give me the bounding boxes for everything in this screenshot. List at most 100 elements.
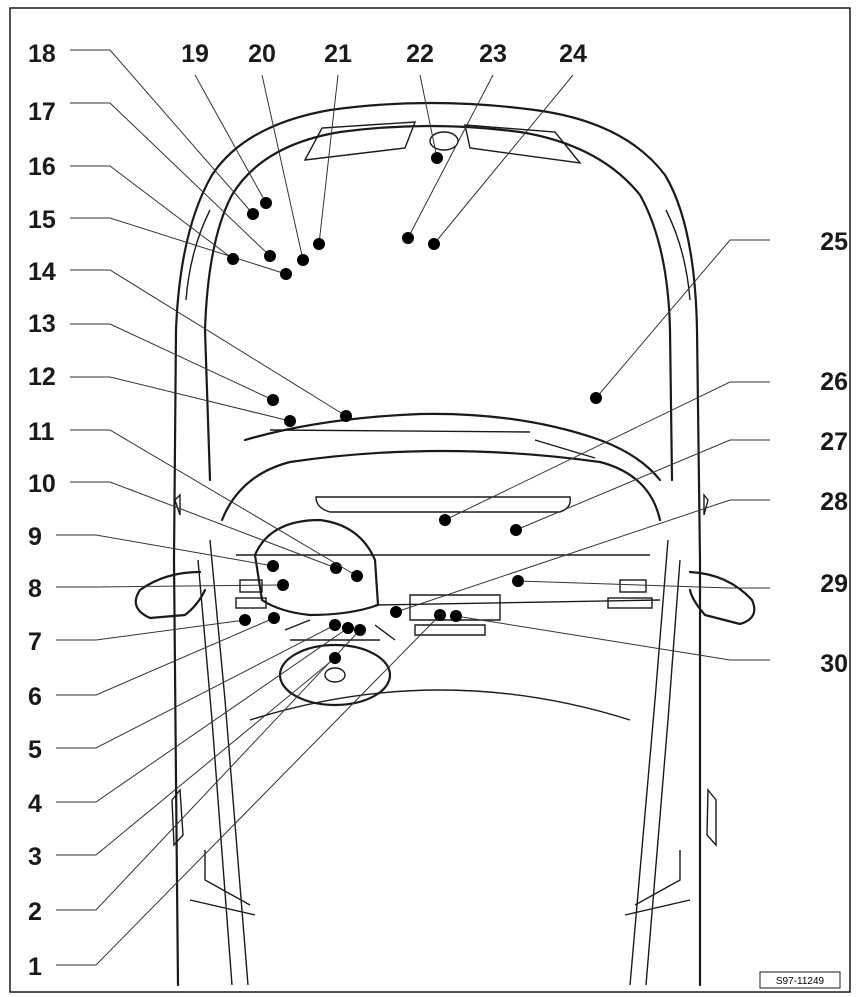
callout-27: 27 (510, 428, 848, 536)
leader-line (318, 74, 339, 245)
callout-number: 9 (28, 523, 42, 551)
leader-line (70, 269, 347, 417)
callout-dot (329, 652, 341, 664)
leader-line (515, 439, 770, 531)
leader-line (70, 376, 291, 422)
leader-line (56, 614, 441, 966)
grille-vent (303, 121, 582, 164)
callout-number: 3 (28, 843, 42, 871)
callout-dot (329, 619, 341, 631)
callout-number: 13 (28, 310, 56, 338)
reference-code-box (759, 971, 841, 989)
callout-dot (450, 610, 462, 622)
leader-line (56, 627, 349, 803)
callout-9: 9 (28, 523, 279, 572)
left-mirror (134, 570, 207, 620)
callout-dot (268, 612, 280, 624)
callout-dot (284, 415, 296, 427)
callout-28: 28 (390, 488, 848, 618)
right-mirror (688, 570, 756, 626)
callout-24: 24 (428, 40, 587, 250)
leader-line (407, 74, 494, 239)
callout-number: 29 (820, 570, 848, 598)
callout-number: 28 (820, 488, 848, 516)
callout-dot (340, 410, 352, 422)
callout-number: 12 (28, 363, 56, 391)
callout-6: 6 (28, 612, 280, 711)
callout-number: 23 (479, 40, 507, 68)
callout-2: 2 (28, 624, 366, 926)
callout-14: 14 (28, 258, 352, 422)
callout-17: 17 (28, 98, 276, 262)
callout-number: 8 (28, 575, 42, 603)
callout-dot (277, 579, 289, 591)
callout-number: 1 (28, 953, 42, 981)
callout-dot (512, 575, 524, 587)
callout-number: 22 (406, 40, 434, 68)
callout-1: 1 (28, 609, 446, 981)
callout-10: 10 (28, 470, 342, 574)
callout-dot (590, 392, 602, 404)
callout-number: 5 (28, 736, 42, 764)
leader-line (56, 619, 246, 641)
callout-11: 11 (28, 418, 363, 582)
callout-number: 17 (28, 98, 56, 126)
callout-13: 13 (28, 310, 279, 406)
leader-line (56, 657, 336, 856)
leader-line (70, 429, 358, 577)
leader-line (395, 499, 770, 613)
callout-23: 23 (402, 40, 507, 244)
leader-line (433, 74, 574, 245)
leader-line (70, 323, 274, 401)
leader-line (56, 534, 274, 567)
callout-number: 24 (559, 40, 587, 68)
callout-12: 12 (28, 363, 296, 427)
callout-number: 19 (181, 40, 209, 68)
callout-4: 4 (28, 622, 354, 818)
callout-number: 14 (28, 258, 56, 286)
leader-line (56, 629, 361, 911)
leader-line (56, 624, 336, 749)
leader-line (517, 580, 770, 589)
callout-dot (510, 524, 522, 536)
rain-sensor-outline (429, 131, 459, 151)
callout-dot (260, 197, 272, 209)
car-outline (134, 101, 756, 987)
callout-30: 30 (450, 610, 848, 678)
callout-dot (402, 232, 414, 244)
callout-number: 11 (28, 418, 55, 446)
leader-line (419, 74, 438, 159)
callout-number: 21 (324, 40, 352, 68)
reference-code: S97-11249 (776, 976, 825, 987)
right-lower-vent (607, 597, 653, 609)
callout-dot (428, 238, 440, 250)
left-lower-vent (235, 597, 267, 609)
leader-line (70, 481, 337, 569)
leader-line (70, 217, 287, 275)
callout-26: 26 (439, 368, 848, 526)
callout-8: 8 (28, 575, 289, 603)
callout-dot (342, 622, 354, 634)
leader-line (70, 49, 254, 215)
leader-line (261, 74, 304, 261)
callout-dot (439, 514, 451, 526)
left-air-vent (239, 579, 263, 593)
callout-dot (431, 152, 443, 164)
callout-dot (264, 250, 276, 262)
callout-25: 25 (590, 228, 848, 404)
leader-line (70, 102, 271, 257)
callout-dot (297, 254, 309, 266)
callout-dot (434, 609, 446, 621)
diagram-frame (9, 7, 851, 993)
callout-20: 20 (248, 40, 309, 266)
callout-number: 26 (820, 368, 848, 396)
callout-dot (280, 268, 292, 280)
leader-line (455, 615, 770, 661)
callout-number: 15 (28, 206, 56, 234)
callout-19: 19 (181, 40, 272, 209)
callout-number: 30 (820, 650, 848, 678)
leader-line (194, 74, 267, 204)
